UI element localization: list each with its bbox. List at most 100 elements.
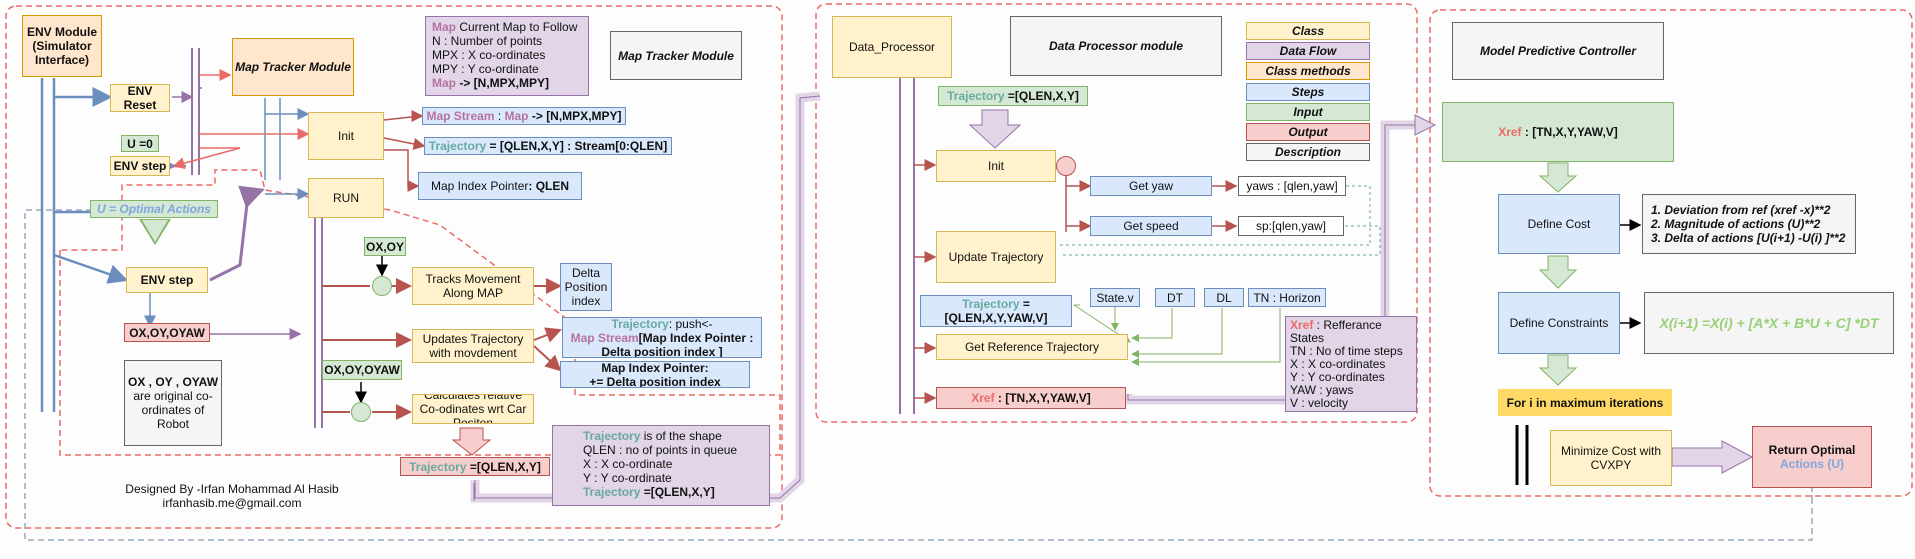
map-info-val-1: Current Map to Follow bbox=[456, 20, 578, 34]
u-optimal-label: U = Optimal Actions bbox=[97, 202, 211, 216]
designer-credit: Designed By -Irfan Mohammad Al Hasib irf… bbox=[112, 482, 352, 510]
mpc-title-box: Model Predictive Controller bbox=[1452, 22, 1664, 80]
legend-output: Output bbox=[1246, 123, 1370, 141]
map-info-key-5: Map bbox=[432, 76, 456, 90]
init-box-2[interactable]: Init bbox=[936, 150, 1056, 182]
state-v-input: State.v bbox=[1090, 288, 1140, 307]
down-arrow-green-fill bbox=[142, 220, 168, 242]
legend-data-flow: Data Flow bbox=[1246, 42, 1370, 60]
xref-desc-line-2: States bbox=[1290, 331, 1325, 345]
legend-steps-label: Steps bbox=[1291, 85, 1325, 99]
feedback-loop-line bbox=[24, 209, 1813, 541]
map-stream-map-key: Map bbox=[504, 109, 529, 123]
run-label: RUN bbox=[333, 191, 359, 205]
xref-desc-line-4: X : X co-ordinates bbox=[1290, 357, 1386, 371]
update-trajectory-label: Update Trajectory bbox=[948, 250, 1044, 264]
updates-trajectory-box[interactable]: Updates Trajectory with movdement bbox=[412, 329, 534, 363]
delta-position-index-box: Delta Position index bbox=[560, 263, 612, 311]
cost-term-2: 2. Magnitude of actions (U)**2 bbox=[1651, 217, 1821, 231]
data-processor-label: Data_Processor bbox=[848, 40, 936, 54]
map-tracker-module-box[interactable]: Map Tracker Module bbox=[232, 38, 354, 96]
update-trajectory-box[interactable]: Update Trajectory bbox=[936, 231, 1056, 283]
xref-desc-val: : Refferance bbox=[1313, 318, 1382, 332]
trajectory-stream-box: Trajectory = [QLEN,X,Y] : Stream[0:QLEN] bbox=[424, 137, 672, 155]
map-tracker-title: Map Tracker Module bbox=[618, 48, 734, 63]
env-module-label: ENV Module (Simulator Interface) bbox=[26, 25, 97, 67]
map-index-pointer-update-box: Map Index Pointer: += Delta position ind… bbox=[560, 361, 750, 388]
map-stream-key: Map Stream bbox=[426, 109, 495, 123]
junction-circle-2 bbox=[351, 402, 371, 422]
get-yaw-label: Get yaw bbox=[1128, 179, 1173, 193]
mpc-title: Model Predictive Controller bbox=[1479, 44, 1637, 58]
for-loop-box: For i in maximum iterations bbox=[1498, 389, 1672, 416]
get-yaw-box[interactable]: Get yaw bbox=[1090, 176, 1212, 196]
designer-email: irfanhasib.me@gmail.com bbox=[162, 496, 302, 510]
return-optimal-box[interactable]: Return Optimal Actions (U) bbox=[1752, 426, 1872, 488]
trajectory-output-key: Trajectory bbox=[409, 459, 467, 474]
env-step-small-box[interactable]: ENV step bbox=[110, 156, 170, 176]
traj-shape-line-4: Y : Y co-ordinate bbox=[583, 471, 672, 485]
dt-label: DT bbox=[1167, 290, 1183, 305]
cost-term-1: 1. Deviation from ref (xref -x)**2 bbox=[1651, 203, 1831, 217]
tracks-movement-box[interactable]: Tracks Movement Along MAP bbox=[412, 267, 534, 305]
traj-full-key: Trajectory bbox=[962, 297, 1020, 311]
define-cost-box[interactable]: Define Cost bbox=[1498, 194, 1620, 254]
dt-input: DT bbox=[1155, 288, 1195, 307]
init-box-1[interactable]: Init bbox=[308, 112, 384, 160]
env-module-box[interactable]: ENV Module (Simulator Interface) bbox=[22, 15, 102, 77]
define-constraints-box[interactable]: Define Constraints bbox=[1498, 292, 1620, 354]
return-optimal-line-2: Actions (U) bbox=[1780, 457, 1844, 471]
map-stream-rest: -> [N,MPX,MPY] bbox=[528, 109, 622, 123]
xref-desc-key: Xref bbox=[1290, 318, 1314, 332]
xref-mpc-key: Xref bbox=[1498, 125, 1522, 139]
yaws-output: yaws : [qlen,yaw] bbox=[1238, 176, 1346, 196]
data-processor-box[interactable]: Data_Processor bbox=[832, 16, 952, 78]
tn-horizon-label: TN : Horizon bbox=[1253, 290, 1321, 305]
ox-oy-input: OX,OY bbox=[364, 237, 406, 256]
legend-input-label: Input bbox=[1293, 105, 1323, 119]
map-tracker-title-box: Map Tracker Module bbox=[610, 31, 742, 80]
constraint-equation-box: X(i+1) =X(i) + [A*X + B*U + C] *DT bbox=[1644, 292, 1894, 354]
dp-trajectory-rest: =[QLEN,X,Y] bbox=[1004, 89, 1079, 103]
env-step-small-label: ENV step bbox=[113, 159, 167, 173]
traj-push-line-3: Delta position index ] bbox=[601, 344, 723, 358]
run-box[interactable]: RUN bbox=[308, 178, 384, 218]
legend-description: Description bbox=[1246, 143, 1370, 161]
map-index-pointer-rest: : QLEN bbox=[528, 179, 570, 193]
ox-oy-oyaw-output-label: OX,OY,OYAW bbox=[129, 325, 205, 340]
xref-desc-line-3: TN : No of time steps bbox=[1290, 344, 1403, 358]
xref-desc-line-5: Y : Y co-ordinates bbox=[1290, 370, 1385, 384]
map-info-val-5: -> [N,MPX,MPY] bbox=[456, 76, 550, 90]
cost-term-3: 3. Delta of actions [U(i+1) -U(i) ]**2 bbox=[1651, 231, 1846, 245]
traj-full-shape: [QLEN,X,Y,YAW,V] bbox=[944, 311, 1048, 325]
xref-output-rest: : [TN,X,Y,YAW,V] bbox=[994, 391, 1091, 405]
xref-mpc-box: Xref : [TN,X,Y,YAW,V] bbox=[1442, 102, 1674, 162]
tn-horizon-input: TN : Horizon bbox=[1248, 288, 1326, 307]
get-reference-trajectory-box[interactable]: Get Reference Trajectory bbox=[936, 334, 1128, 360]
cost-terms-box: 1. Deviation from ref (xref -x)**2 2. Ma… bbox=[1642, 194, 1856, 254]
minimize-cost-label: Minimize Cost with CVXPY bbox=[1560, 444, 1662, 472]
traj-shape-line-2: QLEN : no of points in queue bbox=[583, 443, 738, 457]
trajectory-push-box: Trajectory: push<- Map Stream[Map Index … bbox=[562, 317, 762, 358]
tracks-movement-label: Tracks Movement Along MAP bbox=[425, 272, 521, 300]
ox-oy-input-label: OX,OY bbox=[366, 239, 405, 254]
original-coords-note: OX , OY , OYAW are original co-ordinates… bbox=[124, 360, 222, 446]
map-index-pointer-update-2: += Delta position index bbox=[589, 374, 721, 388]
ox-oy-oyaw-output: OX,OY,OYAW bbox=[124, 323, 210, 342]
legend-input: Input bbox=[1246, 103, 1370, 121]
trajectory-full-box: Trajectory = [QLEN,X,Y,YAW,V] bbox=[920, 295, 1072, 327]
trajectory-output-box: Trajectory =[QLEN,X,Y] bbox=[400, 457, 550, 476]
env-reset-box[interactable]: ENV Reset bbox=[110, 84, 170, 112]
get-speed-label: Get speed bbox=[1123, 219, 1179, 233]
designed-by: Designed By -Irfan Mohammad Al Hasib bbox=[125, 482, 339, 496]
env-step-box[interactable]: ENV step bbox=[126, 267, 208, 293]
map-info-box: Map Current Map to Follow N : Number of … bbox=[425, 16, 589, 96]
minimize-cost-box[interactable]: Minimize Cost with CVXPY bbox=[1550, 430, 1672, 486]
map-stream-sep: : bbox=[494, 109, 505, 123]
xref-output-key: Xref bbox=[971, 391, 995, 405]
calculates-relative-box[interactable]: Calculates relative Co-odinates wrt Car … bbox=[412, 394, 534, 424]
traj-push-val: : push<- bbox=[668, 317, 713, 331]
u-zero-box: U =0 bbox=[121, 135, 159, 152]
updates-trajectory-label: Updates Trajectory with movdement bbox=[422, 332, 524, 360]
get-speed-box[interactable]: Get speed bbox=[1090, 216, 1212, 236]
